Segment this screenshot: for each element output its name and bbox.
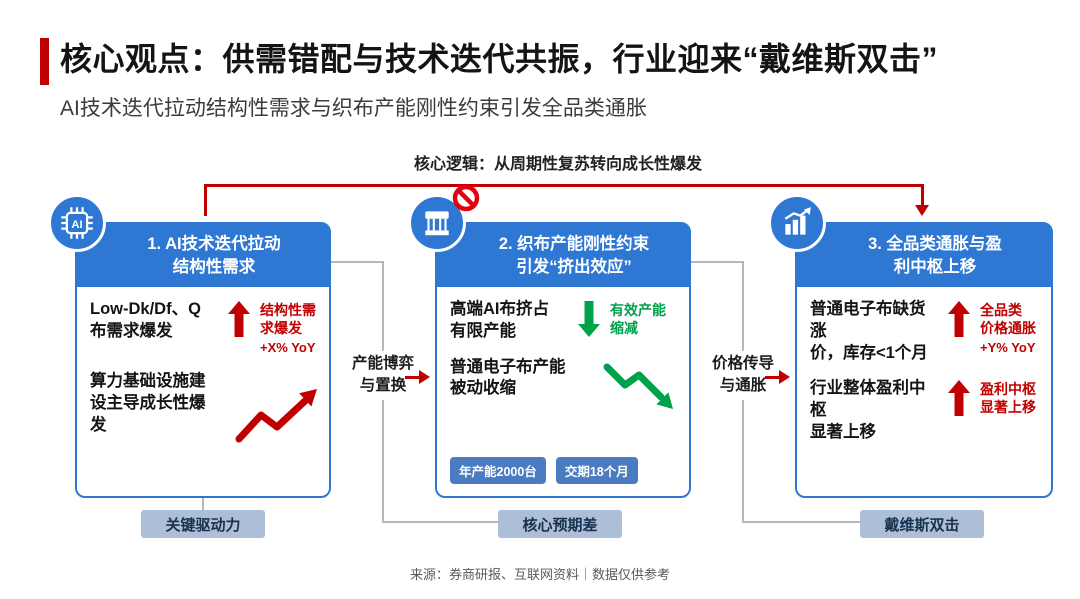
card-demand-title: 1. AI技术迭代拉动 结构性需求 [147,235,281,276]
connector-line [202,498,204,512]
inflation-row-1-text: 普通电子布缺货涨 价，库存<1个月 [810,300,928,362]
card-capacity-header: 2. 织布产能刚性约束 引发“挤出效应” [437,224,689,287]
loom-machine-icon [408,194,466,252]
capacity-side-note: 有效产能 缩减 [610,299,666,337]
card-demand: 1. AI技术迭代拉动 结构性需求 Low-Dk/Df、Q 布需求爆发 结构性需… [75,222,331,498]
card-demand-body: Low-Dk/Df、Q 布需求爆发 结构性需 求爆发 +X% YoY 算力基础设… [77,287,329,496]
card-capacity-title: 2. 织布产能刚性约束 引发“挤出效应” [498,235,650,276]
red-flow-line [204,184,923,187]
capacity-row-1: 高端AI布挤占 有限产能 有效产能 缩减 [450,299,681,343]
inflation-side-note-1: 全品类 价格通胀 +Y% YoY [980,299,1036,357]
inflation-side-note-2: 盈利中枢 显著上移 [980,378,1036,416]
up-arrow-icon [948,301,970,337]
badge-davis-double: 戴维斯双击 [860,510,984,538]
title-accent-bar [40,38,49,85]
lead-time-badge: 交期18个月 [555,457,638,484]
inflation-row-2: 行业整体盈利中枢 显著上移 盈利中枢 显著上移 [810,378,1043,443]
falling-zigzag-arrow-icon [603,363,673,409]
capacity-row-2: 普通电子布产能 被动收缩 [450,357,681,417]
demand-side-value: +X% YoY [260,340,316,356]
down-arrow-icon [578,301,600,337]
connector-line [742,521,862,523]
prohibition-icon [452,184,480,217]
red-arrowhead-icon [915,205,929,216]
card-capacity: 2. 织布产能刚性约束 引发“挤出效应” 高端AI布挤占 有限产能 有效产能 缩… [435,222,691,498]
connector-label-capacity-swap: 产能博弈 与置换 [335,351,431,400]
inflation-side-label-1: 全品类 价格通胀 [980,302,1036,337]
rising-zigzag-arrow-icon [235,389,317,443]
capacity-side-label: 有效产能 缩减 [610,302,666,337]
card-demand-header: 1. AI技术迭代拉动 结构性需求 [77,224,329,287]
demand-side-label: 结构性需 求爆发 [260,302,316,337]
connector-line [690,261,743,263]
up-arrow-icon [948,380,970,417]
inflation-side-label-2: 盈利中枢 显著上移 [980,381,1036,416]
capacity-badges: 年产能2000台 交期18个月 [450,457,681,486]
demand-row-2: 算力基础设施建 设主导成长性爆 发 [90,371,321,447]
page-title: 核心观点：供需错配与技术迭代共振，行业迎来“戴维斯双击” [60,41,939,77]
core-logic-label: 核心逻辑：从周期性复苏转向成长性爆发 [413,156,702,173]
red-arrow-line [405,376,420,379]
right-arrow-icon [419,370,430,384]
annual-capacity-badge: 年产能2000台 [450,457,546,484]
card-inflation: 3. 全品类通胀与盈 利中枢上移 普通电子布缺货涨 价，库存<1个月 全品类 价… [795,222,1053,498]
ai-chip-label: AI [71,219,82,231]
connector-line [382,521,500,523]
inflation-row-2-text: 行业整体盈利中枢 显著上移 [810,379,926,441]
right-arrow-icon [779,370,790,384]
badge-expectation-gap: 核心预期差 [498,510,622,538]
capacity-row-1-text: 高端AI布挤占 有限产能 [450,300,549,340]
badge-key-driver: 关键驱动力 [141,510,265,538]
demand-side-note: 结构性需 求爆发 +X% YoY [260,299,316,357]
demand-row-1: Low-Dk/Df、Q 布需求爆发 结构性需 求爆发 +X% YoY [90,299,321,357]
demand-row-2-text: 算力基础设施建 设主导成长性爆 发 [90,372,206,434]
connector-label-price-transmission: 价格传导 与通胀 [695,351,791,400]
card-inflation-title: 3. 全品类通胀与盈 利中枢上移 [868,235,1002,276]
card-inflation-body: 普通电子布缺货涨 价，库存<1个月 全品类 价格通胀 +Y% YoY 行业整体盈… [797,287,1051,496]
red-flow-line [921,184,924,207]
rising-chart-icon [768,194,826,252]
source-note: 来源：券商研报、互联网资料｜数据仅供参考 [409,567,670,582]
card-inflation-header: 3. 全品类通胀与盈 利中枢上移 [797,224,1051,287]
card-capacity-body: 高端AI布挤占 有限产能 有效产能 缩减 普通电子布产能 被动收缩 年产能200… [437,287,689,496]
red-flow-line [204,184,207,216]
connector-line [330,261,383,263]
capacity-row-2-text: 普通电子布产能 被动收缩 [450,357,566,398]
inflation-row-1: 普通电子布缺货涨 价，库存<1个月 全品类 价格通胀 +Y% YoY [810,299,1043,364]
demand-row-1-text: Low-Dk/Df、Q 布需求爆发 [90,300,201,340]
page-subtitle: AI技术迭代拉动结构性需求与织布产能刚性约束引发全品类通胀 [60,97,647,120]
ai-chip-icon: AI [48,194,106,252]
inflation-side-value-1: +Y% YoY [980,340,1036,356]
red-arrow-line [765,376,780,379]
up-arrow-icon [228,301,250,337]
